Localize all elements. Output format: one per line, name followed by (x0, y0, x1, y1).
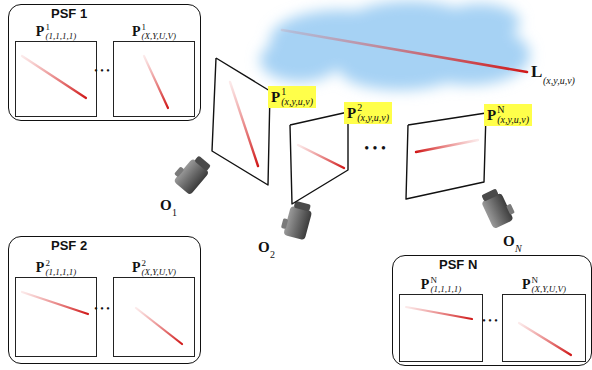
psf-cell: P1(1,1,1,1) (15, 23, 97, 117)
camera-symbol-label: O (160, 198, 172, 213)
psf-streak (406, 307, 472, 319)
psf-box: PN(1,1,1,1)PN(X,Y,U,V)PSF N (392, 255, 592, 366)
index-stack: 2(X,Y,U,V) (142, 259, 176, 277)
psf-cell: PN(X,Y,U,V) (502, 276, 586, 362)
superscript-index: 1 (281, 87, 313, 97)
psf-image (502, 294, 586, 362)
image-plane: P2(x,y,u,v) (286, 100, 426, 208)
camera-symbol (170, 151, 213, 195)
ellipsis: • • • (364, 142, 386, 156)
symbol-base: P (132, 261, 141, 275)
psf-label: PN(X,Y,U,V) (502, 276, 586, 294)
psf-image-art (114, 278, 192, 358)
camera-symbol-label: O (503, 234, 515, 249)
superscript-index: 1 (45, 23, 76, 32)
light-ray (282, 30, 527, 72)
psf-streak (519, 323, 571, 355)
psf-image (399, 294, 483, 362)
camera-symbol (479, 186, 518, 230)
psf-streak (416, 140, 478, 152)
psf-image-art (503, 295, 583, 363)
superscript-index: 2 (45, 259, 76, 268)
camera-symbol-label: O (258, 240, 270, 255)
subscript-coords: (1,1,1,1) (45, 32, 76, 41)
psf-label: P2(1,1,1,1) (15, 259, 97, 277)
psf-streak (144, 56, 168, 108)
camera-index: 2 (270, 250, 275, 260)
ray-symbol: L (531, 63, 542, 80)
superscript-index: 2 (357, 103, 389, 113)
psf-image (15, 277, 97, 357)
ellipsis: • • • (482, 316, 498, 326)
image-plane: PN(x,y,u,v) (400, 100, 570, 202)
superscript-index: 2 (142, 259, 176, 268)
subscript-coords: (x,y,u,v) (281, 97, 313, 107)
psf-image (113, 277, 195, 357)
subscript-coords: (X,Y,U,V) (142, 32, 176, 41)
symbol-base: P (36, 261, 45, 275)
symbol-base: P (271, 90, 280, 105)
subscript-coords: (X,Y,U,V) (142, 268, 176, 277)
superscript-index: N (430, 276, 461, 285)
index-stack: N(X,Y,U,V) (532, 276, 566, 294)
psf-label: P1(X,Y,U,V) (113, 23, 195, 41)
ellipsis: • • • (94, 66, 110, 76)
ray-coords: (x,y,u,v) (543, 76, 575, 86)
psf-box: P1(1,1,1,1)P1(X,Y,U,V)PSF 1 (8, 4, 201, 121)
index-stack: 2(1,1,1,1) (45, 259, 76, 277)
psf-streak (230, 82, 258, 166)
psf-cell: P1(X,Y,U,V) (113, 23, 195, 117)
psf-label: PN(x,y,u,v) (484, 104, 532, 126)
symbol-base: P (421, 278, 430, 292)
ellipsis: • • • (94, 304, 110, 314)
psf-image (113, 41, 195, 117)
psf-streak (22, 56, 86, 98)
subscript-coords: (x,y,u,v) (357, 113, 389, 123)
psf-label: PN(1,1,1,1) (399, 276, 483, 294)
psf-cell: P2(X,Y,U,V) (113, 259, 195, 357)
subscript-coords: (X,Y,U,V) (532, 285, 566, 294)
superscript-index: 1 (142, 23, 176, 32)
psf-image-art (16, 42, 94, 118)
camera-index: 1 (172, 208, 177, 218)
index-stack: 1(x,y,u,v) (281, 87, 313, 107)
subscript-coords: (x,y,u,v) (497, 115, 529, 125)
symbol-base: P (522, 278, 531, 292)
psf-label: P2(x,y,u,v) (344, 102, 392, 124)
camera-symbol (279, 199, 313, 241)
psf-cell: P2(1,1,1,1) (15, 259, 97, 357)
psf-title: PSF 1 (51, 7, 87, 21)
superscript-index: N (532, 276, 566, 285)
psf-label: P1(1,1,1,1) (15, 23, 97, 41)
symbol-base: P (487, 108, 496, 123)
psf-image-art (114, 42, 192, 118)
psf-cell: PN(1,1,1,1) (399, 276, 483, 362)
index-stack: 1(X,Y,U,V) (142, 23, 176, 41)
camera-index: N (515, 244, 522, 254)
psf-image-art (400, 295, 480, 363)
symbol-base: P (132, 25, 141, 39)
cloud (260, 1, 530, 90)
index-stack: 1(1,1,1,1) (45, 23, 76, 41)
symbol-base: P (36, 25, 45, 39)
superscript-index: N (497, 105, 529, 115)
psf-title: PSF 2 (51, 239, 87, 253)
index-stack: N(x,y,u,v) (497, 105, 529, 125)
psf-image-art (16, 278, 94, 358)
psf-title: PSF N (439, 258, 477, 272)
psf-streak (298, 145, 344, 168)
psf-streak (22, 292, 88, 314)
index-stack: N(1,1,1,1) (430, 276, 461, 294)
subscript-coords: (1,1,1,1) (45, 268, 76, 277)
subscript-coords: (1,1,1,1) (430, 285, 461, 294)
psf-label: P1(x,y,u,v) (268, 86, 316, 108)
psf-label: P2(X,Y,U,V) (113, 259, 195, 277)
index-stack: 2(x,y,u,v) (357, 103, 389, 123)
psf-box: P2(1,1,1,1)P2(X,Y,U,V)PSF 2 (8, 236, 201, 364)
psf-image (15, 41, 97, 117)
symbol-base: P (347, 106, 356, 121)
psf-streak (136, 308, 182, 344)
